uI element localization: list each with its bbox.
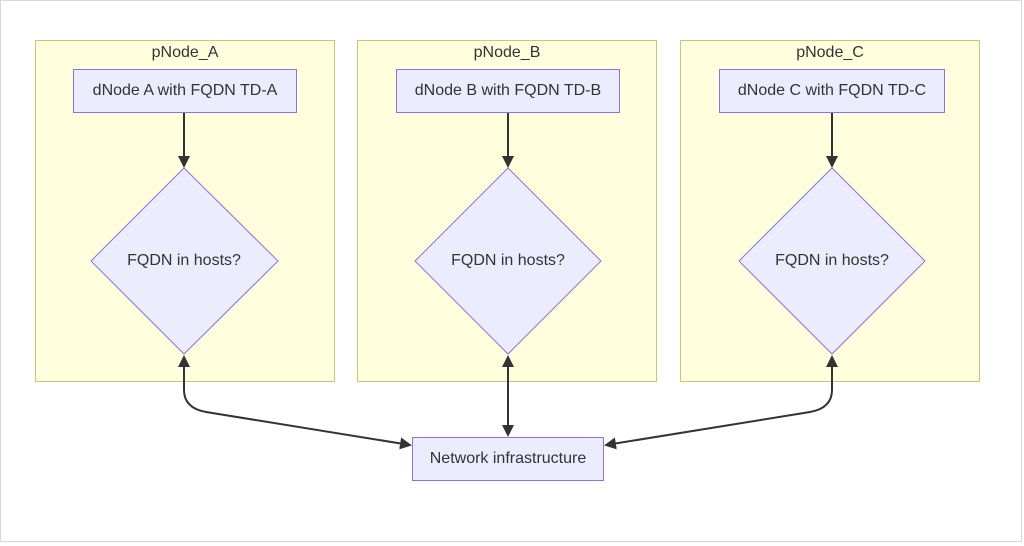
decision-diamond-b <box>414 167 602 355</box>
network-infrastructure-label: Network infrastructure <box>429 450 587 467</box>
dnode-b-box: dNode B with FQDN TD-B <box>396 69 620 113</box>
edge-decision-c-network <box>604 355 838 450</box>
dnode-a-label: dNode A with FQDN TD-A <box>92 82 278 99</box>
cluster-title: pNode_C <box>796 44 864 61</box>
decision-b-label: FQDN in hosts? <box>451 252 565 269</box>
cluster-title: pNode_A <box>151 44 219 61</box>
dnode-c-label: dNode C with FQDN TD-C <box>737 82 927 99</box>
edge-decision-a-network <box>178 355 412 450</box>
dnode-a-box: dNode A with FQDN TD-A <box>73 69 297 113</box>
decision-a-label: FQDN in hosts? <box>127 252 241 269</box>
dnode-b-label: dNode B with FQDN TD-B <box>414 82 602 99</box>
decision-c-label: FQDN in hosts? <box>775 252 889 269</box>
decision-diamond-a <box>90 167 279 355</box>
decision-diamond-c <box>738 167 926 355</box>
dnode-c-box: dNode C with FQDN TD-C <box>719 69 945 113</box>
network-infrastructure-box: Network infrastructure <box>412 437 604 481</box>
cluster-title: pNode_B <box>473 44 541 61</box>
